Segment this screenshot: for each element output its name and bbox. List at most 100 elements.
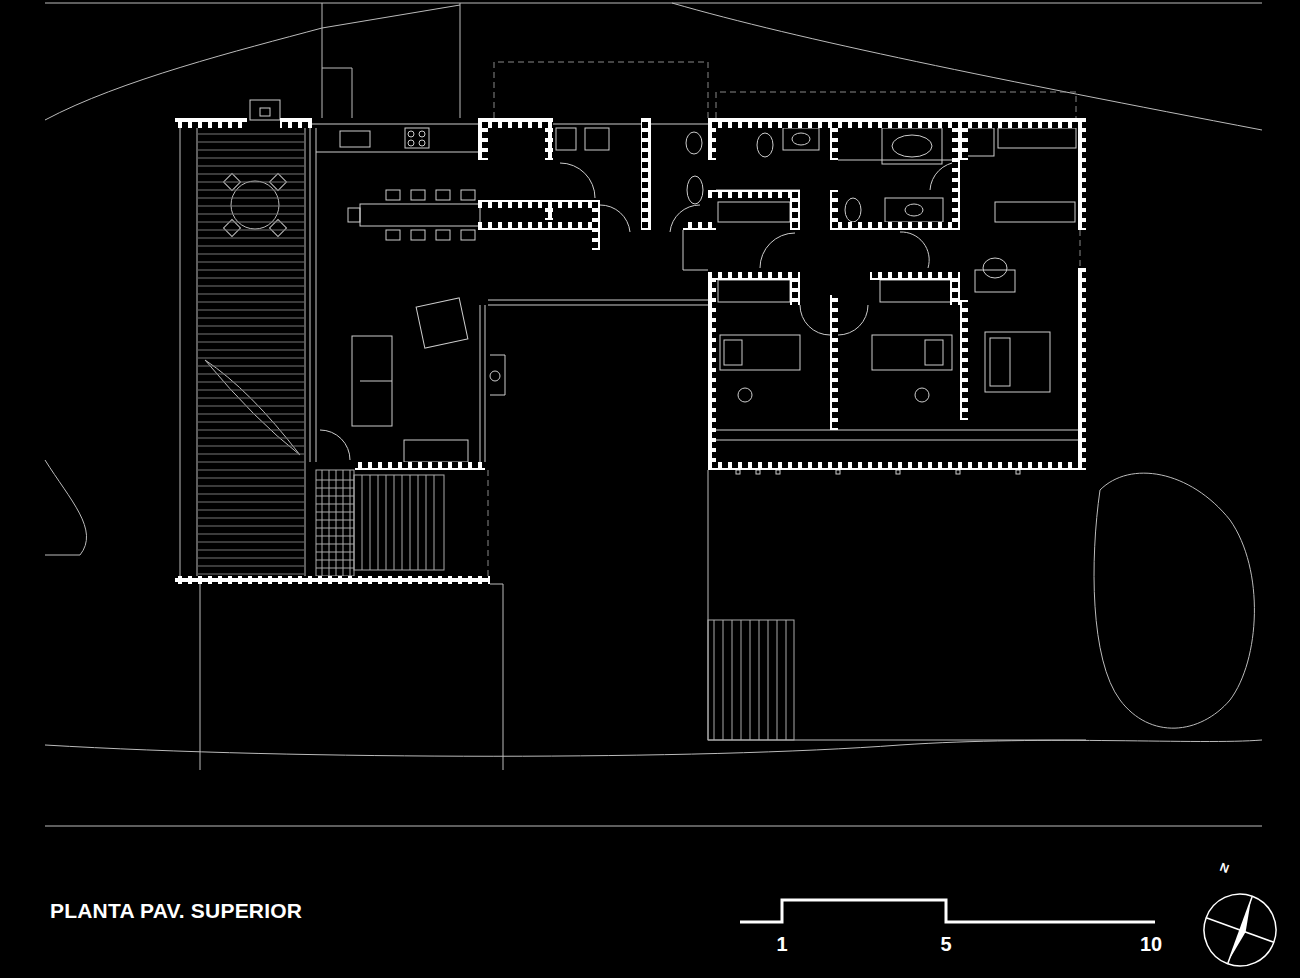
stair-tread <box>316 528 354 529</box>
block-walls <box>175 118 1086 584</box>
stair-tread <box>316 536 354 537</box>
deck-board <box>198 198 304 199</box>
deck-board <box>198 182 304 183</box>
deck-board <box>198 150 304 151</box>
deck-board <box>198 166 304 167</box>
deck-board <box>198 526 304 527</box>
stair-tread <box>714 620 715 740</box>
stair-tread <box>768 620 769 740</box>
stair-tread <box>362 475 363 570</box>
deck-board <box>198 190 304 191</box>
deck-board <box>198 430 304 431</box>
deck-board <box>198 262 304 263</box>
deck <box>180 128 305 576</box>
deck-board <box>198 462 304 463</box>
interior-lines <box>250 100 1078 474</box>
stair-tread <box>732 620 733 740</box>
deck-board <box>198 446 304 447</box>
north-label: N <box>1218 861 1230 875</box>
scale-bar <box>740 900 1155 922</box>
deck-board <box>198 406 304 407</box>
deck-board <box>198 134 304 135</box>
deck-board <box>198 486 304 487</box>
deck-board <box>198 254 304 255</box>
stair-tread <box>316 544 354 545</box>
deck-board <box>198 374 304 375</box>
deck-board <box>198 230 304 231</box>
site-lines <box>45 3 1262 826</box>
north-compass <box>1194 884 1286 976</box>
stair-tread <box>316 568 354 569</box>
deck-board <box>198 366 304 367</box>
deck-board <box>198 334 304 335</box>
deck-board <box>198 422 304 423</box>
deck-board <box>198 574 304 575</box>
deck-board <box>198 494 304 495</box>
scale-number: 1 <box>776 934 787 954</box>
stair-tread <box>394 475 395 570</box>
deck-board <box>198 558 304 559</box>
stair-tread <box>723 620 724 740</box>
deck-board <box>198 206 304 207</box>
stair-tread <box>316 560 354 561</box>
deck-board <box>198 502 304 503</box>
stair-tread <box>316 512 354 513</box>
stair-tread <box>316 504 354 505</box>
stair-tread <box>759 620 760 740</box>
stair-tread <box>434 475 435 570</box>
deck-board <box>198 470 304 471</box>
stair-tread <box>418 475 419 570</box>
deck-board <box>198 158 304 159</box>
deck-board <box>198 358 304 359</box>
deck-board <box>198 286 304 287</box>
deck-board <box>198 326 304 327</box>
deck-board <box>198 382 304 383</box>
stair <box>316 470 794 740</box>
deck-board <box>198 302 304 303</box>
plan-title: PLANTA PAV. SUPERIOR <box>50 900 302 921</box>
stair-tread <box>370 475 371 570</box>
deck-board <box>198 174 304 175</box>
stair-tread <box>316 552 354 553</box>
deck-board <box>198 566 304 567</box>
stair-tread <box>410 475 411 570</box>
deck-board <box>198 350 304 351</box>
scale-number: 5 <box>940 934 951 954</box>
stair-tread <box>786 620 787 740</box>
deck-board <box>198 550 304 551</box>
deck-board <box>198 390 304 391</box>
deck-board <box>198 510 304 511</box>
deck-board <box>198 214 304 215</box>
deck-board <box>198 278 304 279</box>
deck-board <box>198 342 304 343</box>
stair-tread <box>316 488 354 489</box>
deck-board <box>198 438 304 439</box>
deck-board <box>198 518 304 519</box>
deck-board <box>198 318 304 319</box>
stair-tread <box>777 620 778 740</box>
deck-board <box>198 454 304 455</box>
deck-board <box>198 310 304 311</box>
deck-board <box>198 222 304 223</box>
deck-board <box>198 142 304 143</box>
deck-board <box>198 414 304 415</box>
deck-board <box>198 238 304 239</box>
stair-tread <box>316 480 354 481</box>
stair-tread <box>741 620 742 740</box>
stair-tread <box>426 475 427 570</box>
deck-board <box>198 270 304 271</box>
deck-board <box>198 478 304 479</box>
stair-tread <box>316 496 354 497</box>
stair-tread <box>386 475 387 570</box>
scale-number: 10 <box>1140 934 1162 954</box>
stair-tread <box>316 520 354 521</box>
deck-boards <box>198 134 304 574</box>
deck-board <box>198 542 304 543</box>
stair-tread <box>378 475 379 570</box>
deck-board <box>198 534 304 535</box>
stair-tread <box>750 620 751 740</box>
deck-board <box>198 246 304 247</box>
roof-outline <box>488 62 1080 580</box>
deck-board <box>198 294 304 295</box>
